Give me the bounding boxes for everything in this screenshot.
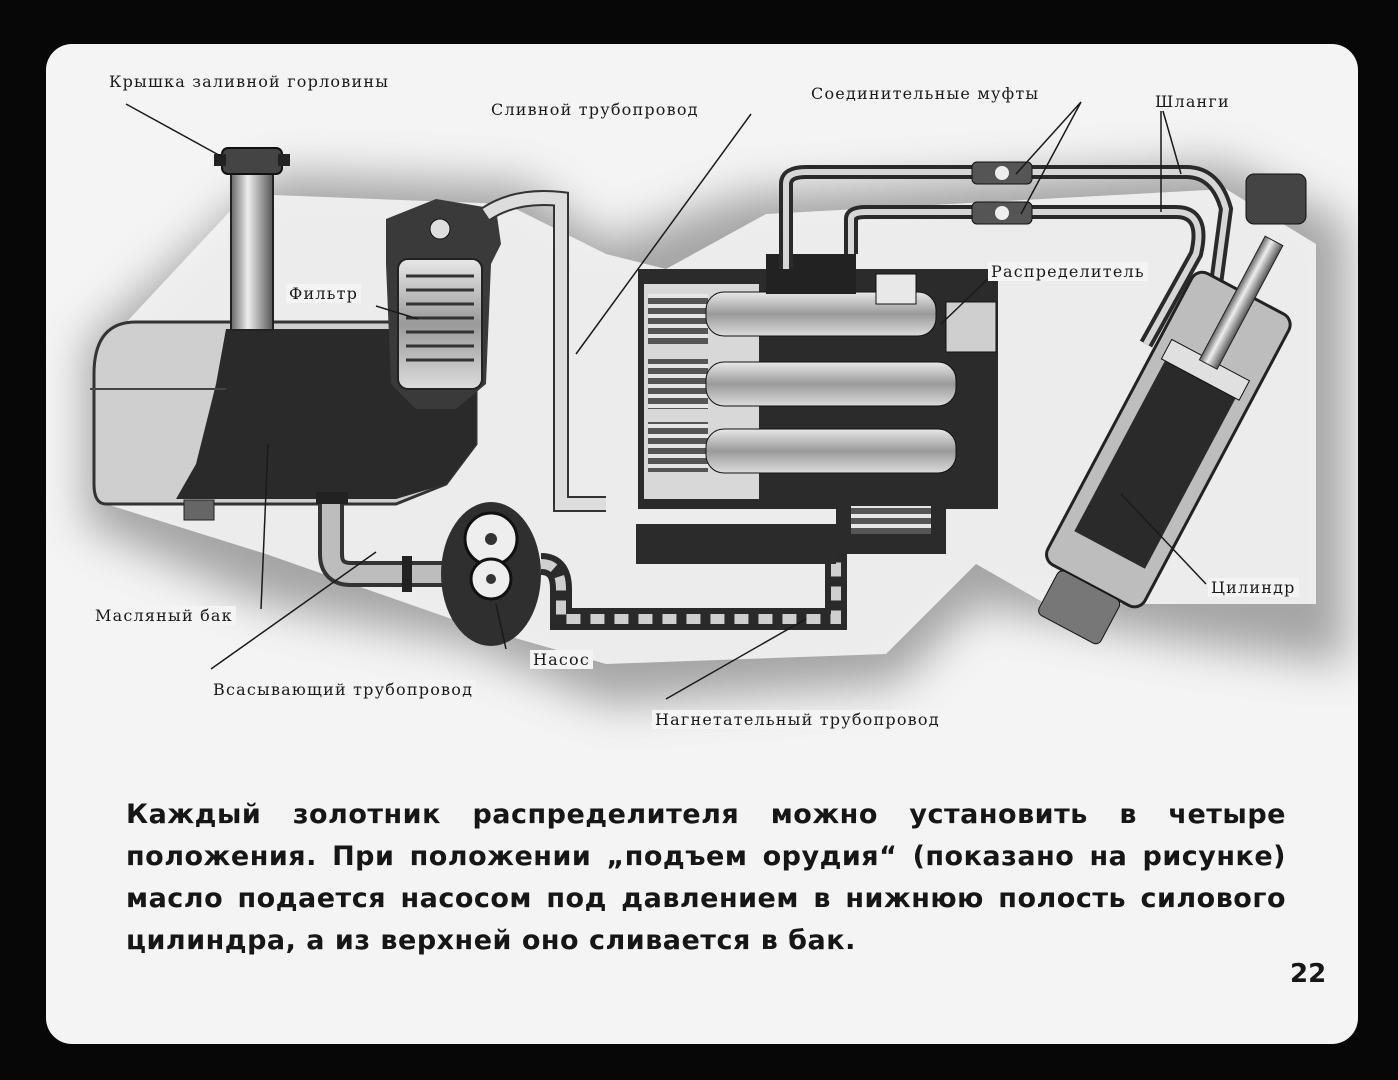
- page-number: 22: [1290, 959, 1327, 989]
- filter: [386, 199, 501, 409]
- pump: [441, 502, 541, 646]
- caption-text: Каждый золотник распределителя можно уст…: [126, 799, 1286, 956]
- label-filler-cap: Крышка заливной горловины: [106, 72, 393, 91]
- label-pressure-pipe: Нагнетательный трубопровод: [652, 710, 943, 729]
- suction-pipe: [316, 492, 446, 592]
- slide-frame: Крышка заливной горловины Сливной трубоп…: [46, 44, 1358, 1044]
- hydraulic-system-diagram: [86, 101, 1346, 704]
- label-hoses: Шланги: [1152, 92, 1233, 111]
- label-filter: Фильтр: [286, 284, 362, 303]
- leader-lines: [125, 101, 1207, 700]
- label-pump: Насос: [530, 650, 594, 669]
- label-cylinder: Цилиндр: [1208, 578, 1299, 597]
- pressure-pipe: [540, 539, 847, 630]
- label-distributor: Распределитель: [988, 262, 1148, 281]
- filler-neck: [214, 147, 290, 331]
- label-suction-pipe: Всасывающий трубопровод: [210, 680, 477, 699]
- drain-pipe: [481, 190, 606, 512]
- label-couplings: Соединительные муфты: [808, 84, 1043, 103]
- label-oil-tank: Масляный бак: [92, 606, 236, 625]
- label-drain-pipe: Сливной трубопровод: [488, 100, 702, 119]
- couplings: [971, 161, 1033, 225]
- cylinder: [1038, 173, 1307, 645]
